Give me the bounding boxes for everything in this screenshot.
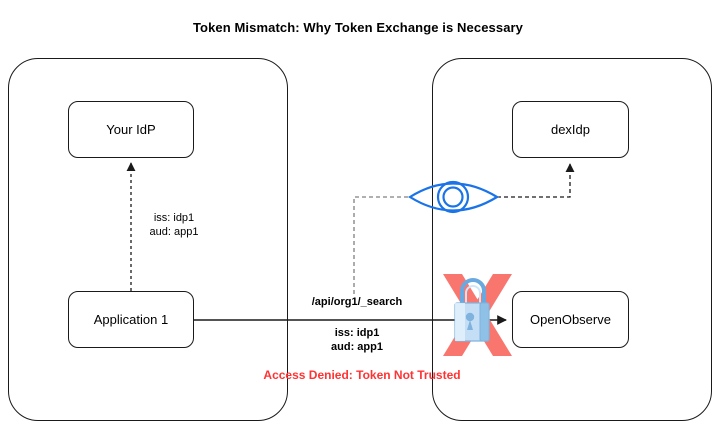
edge-label-request-token-aud: aud: app1 (331, 341, 383, 353)
edge-eye-to-dexidp (497, 163, 575, 198)
edge-label-request-path: /api/org1/_search (311, 296, 403, 308)
eye-icon (407, 180, 500, 214)
node-your-idp-label: Your IdP (106, 122, 156, 137)
node-dexidp-label: dexIdp (550, 122, 591, 137)
edge-label-request-token: iss: idp1 aud: app1 (292, 326, 422, 354)
edge-label-idp-token: iss: idp1 aud: app1 (124, 211, 224, 239)
node-openobserve-label: OpenObserve (530, 312, 611, 327)
node-your-idp[interactable]: Your IdP (68, 101, 194, 158)
edge-label-request-token-iss: iss: idp1 (334, 327, 380, 339)
left-trust-boundary-panel (8, 58, 288, 421)
node-openobserve[interactable]: OpenObserve (512, 291, 629, 348)
diagram-title: Token Mismatch: Why Token Exchange is Ne… (192, 20, 524, 35)
right-trust-boundary-panel (432, 58, 712, 421)
lock-icon (454, 278, 490, 342)
node-application-1[interactable]: Application 1 (68, 291, 194, 348)
access-denied-message: Access Denied: Token Not Trusted (263, 368, 461, 382)
edge-label-idp-token-iss: iss: idp1 (153, 212, 195, 224)
edge-label-idp-token-aud: aud: app1 (149, 226, 199, 238)
node-dexidp[interactable]: dexIdp (512, 101, 629, 158)
edge-request-to-eye (353, 196, 410, 294)
node-application-1-label: Application 1 (93, 312, 169, 327)
